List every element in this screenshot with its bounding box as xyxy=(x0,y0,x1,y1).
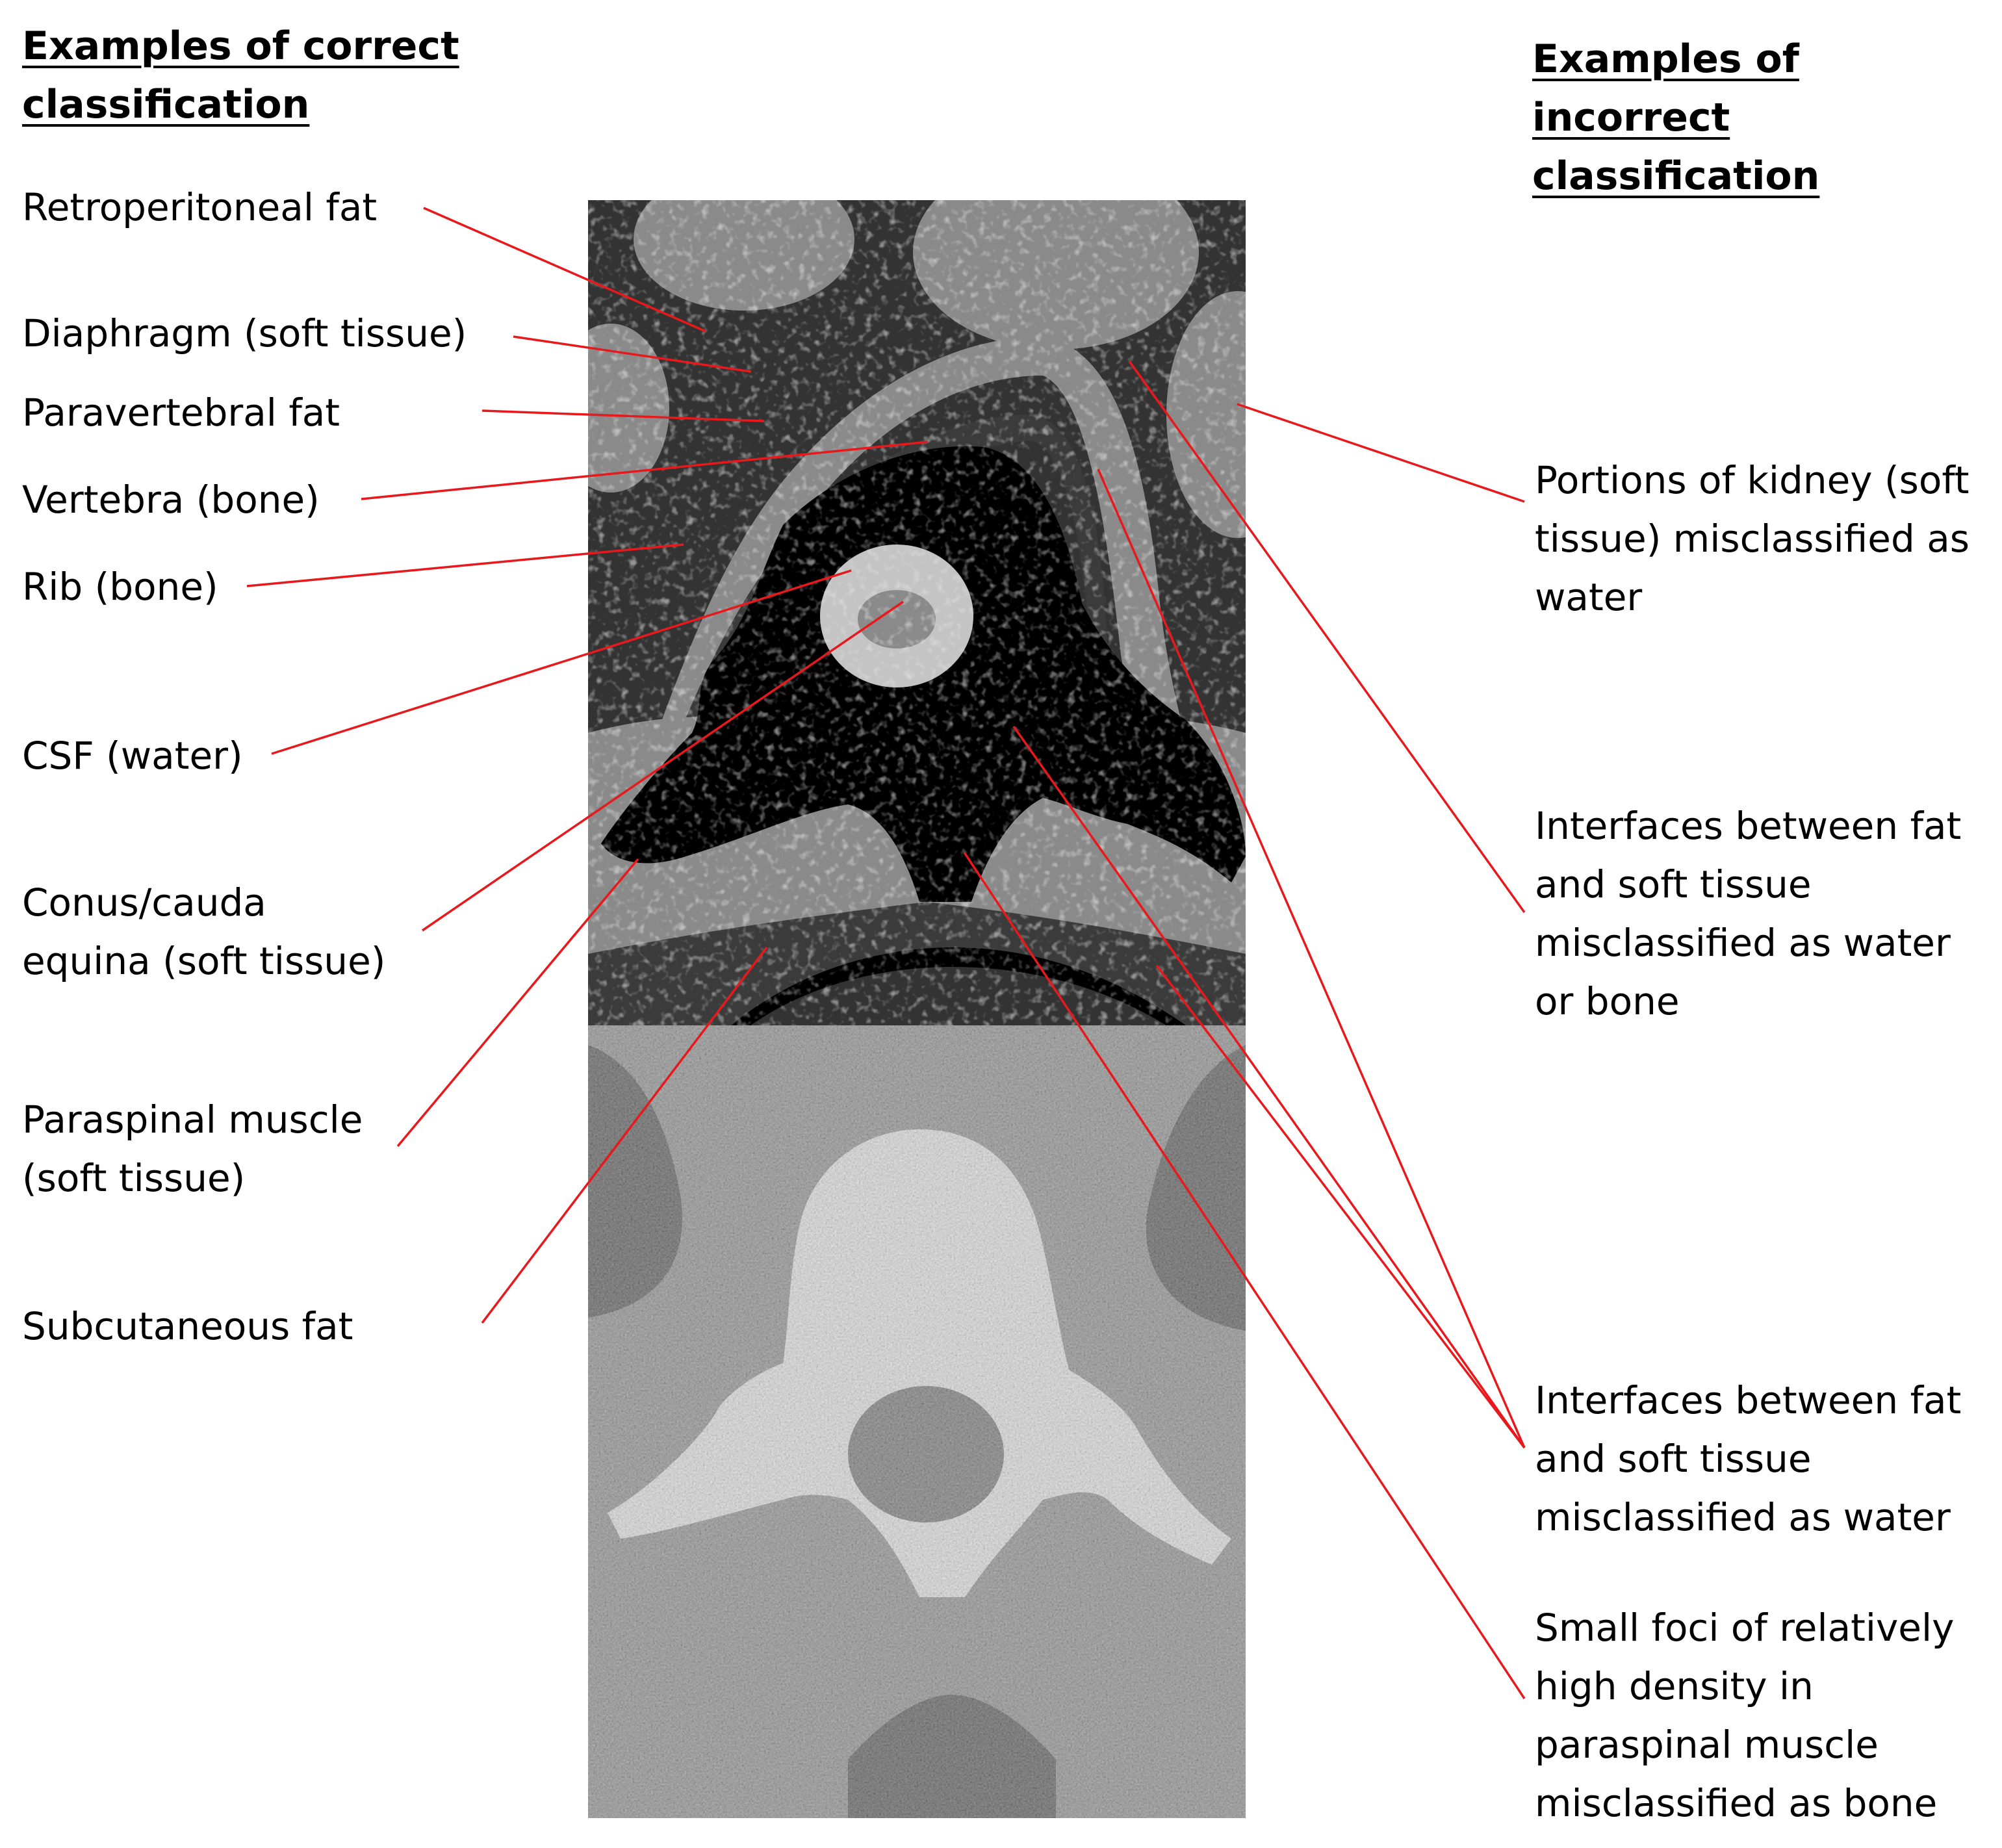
label-line: tissue) misclassified as xyxy=(1535,517,1970,561)
label-line: misclassified as water xyxy=(1535,921,1951,965)
label-line: and soft tissue xyxy=(1535,1437,1812,1481)
heading-line: classification xyxy=(22,82,310,127)
label-line: water xyxy=(1535,575,1643,619)
label-line: Interfaces between fat xyxy=(1535,804,1962,848)
label-interfaces-water: Interfaces between fat and soft tissue m… xyxy=(1535,1371,1990,1546)
label-diaphragm: Diaphragm (soft tissue) xyxy=(22,311,467,355)
label-line: Conus/cauda xyxy=(22,880,266,925)
label-paraspinal-muscle: Paraspinal muscle (soft tissue) xyxy=(22,1090,477,1207)
heading-line: classification xyxy=(1532,153,1820,199)
label-line: high density in xyxy=(1535,1664,1814,1708)
label-csf: CSF (water) xyxy=(22,734,243,778)
label-line: and soft tissue xyxy=(1535,862,1812,906)
label-interfaces-water-or-bone: Interfaces between fat and soft tissue m… xyxy=(1535,797,1990,1031)
ct-noise-texture xyxy=(588,1025,1246,1818)
segmentation-map xyxy=(588,200,1246,1025)
label-line: misclassified as bone xyxy=(1535,1781,1938,1825)
label-line: misclassified as water xyxy=(1535,1495,1951,1539)
label-line: Small foci of relatively xyxy=(1535,1606,1955,1650)
correct-classification-heading: Examples of correct classification xyxy=(22,17,477,134)
label-retroperitoneal-fat: Retroperitoneal fat xyxy=(22,185,378,229)
heading-line: Examples of incorrect xyxy=(1532,36,1799,140)
label-line: equina (soft tissue) xyxy=(22,939,386,983)
label-vertebra: Vertebra (bone) xyxy=(22,478,320,522)
label-kidney-misclassified: Portions of kidney (soft tissue) misclas… xyxy=(1535,451,1990,626)
label-paravertebral-fat: Paravertebral fat xyxy=(22,391,340,435)
label-line: paraspinal muscle xyxy=(1535,1723,1879,1767)
leader-line-kidney xyxy=(1237,403,1525,503)
speckle-texture xyxy=(588,200,1246,1025)
label-subcutaneous-fat: Subcutaneous fat xyxy=(22,1304,353,1348)
label-line: Interfaces between fat xyxy=(1535,1378,1962,1422)
label-rib: Rib (bone) xyxy=(22,565,218,609)
label-line: (soft tissue) xyxy=(22,1156,246,1200)
heading-line: Examples of correct xyxy=(22,23,459,69)
label-line: Portions of kidney (soft xyxy=(1535,458,1970,502)
ct-axial-slice xyxy=(588,1025,1246,1818)
label-line: Paraspinal muscle xyxy=(22,1097,363,1142)
incorrect-classification-heading: Examples of incorrect classification xyxy=(1532,30,1987,205)
label-conus-cauda-equina: Conus/cauda equina (soft tissue) xyxy=(22,873,477,990)
scan-panel xyxy=(588,200,1246,1818)
label-line: or bone xyxy=(1535,979,1680,1023)
label-small-foci: Small foci of relatively high density in… xyxy=(1535,1598,1990,1832)
